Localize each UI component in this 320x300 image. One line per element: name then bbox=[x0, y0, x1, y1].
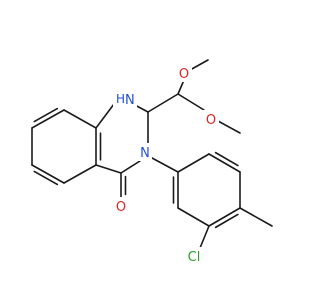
bond-c4p-c3p-inner bbox=[214, 213, 239, 229]
bond-c1p-c6p bbox=[177, 153, 210, 173]
bond-otop-me bbox=[189, 59, 209, 71]
o-mid-label-bg bbox=[203, 110, 219, 128]
bond-c8-c7-inner bbox=[33, 107, 59, 123]
n3-label-bg bbox=[138, 143, 152, 161]
bond-c6-c5 bbox=[31, 164, 65, 184]
o-carbonyl-label-bg bbox=[113, 197, 129, 215]
cl-label-bg bbox=[184, 247, 204, 265]
bond-ch-omid bbox=[177, 93, 205, 111]
bond-c8a-c8 bbox=[63, 109, 97, 129]
bond-n3-c4 bbox=[120, 160, 141, 174]
bond-c6p-c5p-inner bbox=[214, 151, 239, 167]
bond-c3p-cl bbox=[199, 225, 210, 249]
bond-c3p-c2p bbox=[177, 207, 210, 227]
bond-ch-otop bbox=[177, 79, 185, 95]
nh-nitrogen-label: N bbox=[125, 93, 135, 108]
nh-hydrogen-label: H bbox=[116, 92, 125, 106]
methoxy-oxygen-mid-label: O bbox=[206, 113, 216, 128]
bond-c8-c7 bbox=[31, 109, 65, 129]
atom-labels: H N N O O O Cl bbox=[113, 64, 219, 265]
chemical-structure: H N N O O O Cl bbox=[31, 59, 273, 265]
bond-c6p-c5p bbox=[208, 153, 241, 173]
bond-c2-ch bbox=[147, 93, 179, 113]
bond-c4p-c3p bbox=[208, 207, 241, 227]
bond-c5-c4a bbox=[63, 164, 97, 184]
bond-c6-c5-inner bbox=[33, 170, 59, 186]
bond-lines bbox=[31, 59, 273, 249]
bond-n3-c1p bbox=[151, 157, 179, 173]
bond-c8a-n1 bbox=[95, 103, 115, 129]
bond-omid-me bbox=[217, 120, 241, 134]
carbonyl-oxygen-label: O bbox=[116, 200, 126, 215]
o-top-label-bg bbox=[176, 64, 192, 82]
bond-c4p-methyl bbox=[239, 207, 273, 227]
methoxy-oxygen-top-label: O bbox=[179, 67, 189, 82]
n3-nitrogen-label: N bbox=[140, 146, 150, 161]
bond-c4-c4a bbox=[95, 164, 122, 174]
chlorine-label: Cl bbox=[188, 250, 201, 265]
nh-label-bg bbox=[113, 89, 137, 107]
